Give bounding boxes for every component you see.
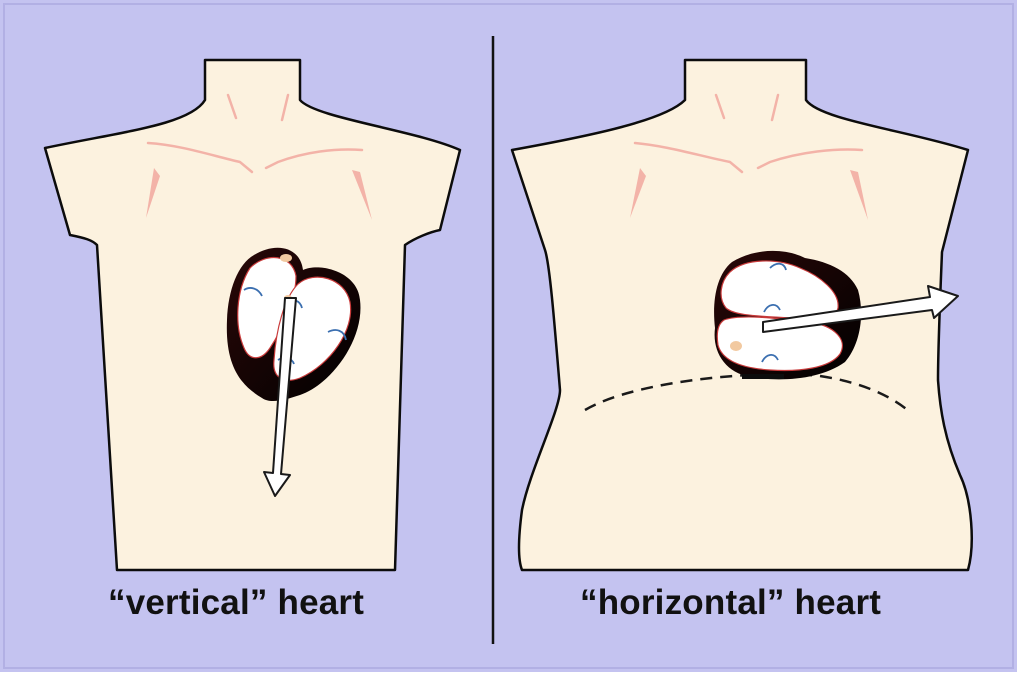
caption-horizontal-heart: “horizontal” heart [580, 583, 881, 623]
heart-nodule-horizontal [730, 341, 742, 351]
heart-nodule-vertical [280, 254, 292, 262]
heart-base-mark [742, 374, 784, 379]
caption-vertical-heart: “vertical” heart [108, 583, 364, 623]
right-panel [512, 60, 972, 570]
